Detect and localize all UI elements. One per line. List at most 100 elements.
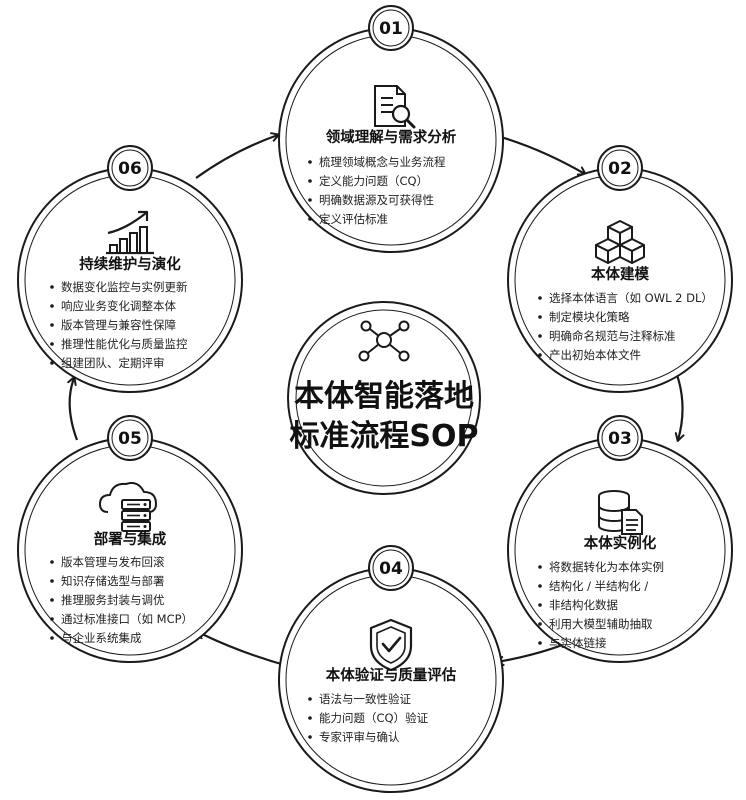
step-bullet: 与实体链接 — [549, 636, 607, 650]
arrow-02-to-03 — [674, 371, 685, 442]
center-title-line-2: 标准流程SOP — [289, 419, 478, 454]
step-bullet: 选择本体语言（如 OWL 2 DL） — [549, 291, 713, 305]
bullet-dot — [50, 598, 54, 602]
step-number-badge — [107, 145, 153, 191]
step-bullet: 响应业务变化调整本体 — [61, 299, 176, 313]
step-number-badge — [107, 415, 153, 461]
cloud-server-icon — [99, 482, 157, 532]
step-bullet: 数据变化监控与实例更新 — [61, 280, 188, 294]
bullet-dot — [538, 584, 542, 588]
center-title-line-1: 本体智能落地 — [294, 379, 474, 414]
step-bullet: 梳理领域概念与业务流程 — [319, 155, 446, 169]
step-bullet: 专家评审与确认 — [319, 730, 400, 744]
step-number-badge — [597, 145, 643, 191]
arrow-04-to-05 — [196, 630, 289, 668]
cubes-icon — [595, 220, 645, 264]
step-number-badge-ring — [372, 9, 410, 47]
step-bullet: 制定模块化策略 — [549, 310, 630, 324]
step-number-badge-ring — [111, 419, 149, 457]
database-document-icon — [598, 490, 643, 535]
step-bullet: 组建团队、定期评审 — [61, 356, 165, 370]
step-bullet: 将数据转化为本体实例 — [549, 560, 664, 574]
shield-check-icon — [369, 618, 413, 672]
step-bullet: 通过标准接口（如 MCP） — [61, 612, 193, 626]
step-number: 01 — [379, 19, 403, 39]
step-number: 04 — [379, 559, 403, 579]
bullet-dot — [50, 323, 54, 327]
bullet-dot — [308, 697, 312, 701]
step-title: 部署与集成 — [94, 530, 167, 548]
step-title: 领域理解与需求分析 — [326, 128, 457, 146]
bullet-dot — [308, 716, 312, 720]
step-number: 05 — [118, 429, 142, 449]
bullet-dot — [538, 641, 542, 645]
bullet-dot — [538, 315, 542, 319]
bullet-dot — [308, 735, 312, 739]
step-bullet: 语法与一致性验证 — [319, 692, 411, 706]
step-06: 06 持续维护与演化数据变化监控与实例更新响应业务变化调整本体版本管理与兼容性保障… — [17, 145, 243, 393]
arrow-06-to-01 — [195, 132, 280, 179]
step-bullet: 推理性能优化与质量监控 — [61, 337, 188, 351]
bullet-dot — [538, 296, 542, 300]
step-number: 02 — [608, 159, 632, 179]
step-bullet: 定义评估标准 — [319, 212, 388, 226]
step-title: 持续维护与演化 — [79, 255, 181, 273]
step-bullet: 知识存储选型与部署 — [61, 574, 165, 588]
document-search-icon — [374, 85, 416, 129]
bullet-dot — [538, 622, 542, 626]
bullet-dot — [538, 353, 542, 357]
step-05: 05 部署与集成版本管理与发布回滚知识存储选型与部署推理服务封装与调优通过标准接口… — [17, 415, 243, 663]
step-number: 06 — [118, 159, 142, 179]
step-number-badge — [597, 415, 643, 461]
step-bullet: 非结构化数据 — [549, 598, 618, 612]
step-bullet: 定义能力问题（CQ） — [319, 174, 428, 188]
center-hub: 本体智能落地 标准流程SOP — [287, 301, 481, 495]
bullet-dot — [308, 198, 312, 202]
bullet-dot — [50, 285, 54, 289]
growth-chart-icon — [106, 210, 154, 255]
step-number-badge-ring — [111, 149, 149, 187]
step-number-badge — [368, 545, 414, 591]
step-title: 本体建模 — [591, 265, 649, 283]
step-ring — [17, 437, 243, 663]
bullet-dot — [50, 361, 54, 365]
step-bullet: 版本管理与发布回滚 — [61, 555, 165, 569]
bullet-dot — [50, 342, 54, 346]
arrow-01-to-02 — [493, 133, 587, 176]
bullet-dot — [50, 579, 54, 583]
bullet-dot — [538, 603, 542, 607]
network-nodes-icon — [358, 320, 410, 362]
step-bullet: 能力问题（CQ）验证 — [319, 711, 429, 725]
step-number-badge — [368, 5, 414, 51]
bullet-dot — [50, 304, 54, 308]
bullet-dot — [538, 334, 542, 338]
step-number-badge-ring — [601, 149, 639, 187]
step-bullet: 明确数据源及可获得性 — [319, 193, 434, 207]
step-bullet: 明确命名规范与注释标准 — [549, 329, 676, 343]
step-title: 本体实例化 — [584, 534, 657, 552]
step-number: 03 — [608, 429, 632, 449]
bullet-dot — [50, 560, 54, 564]
step-bullet: 版本管理与兼容性保障 — [61, 318, 176, 332]
step-bullet: 结构化 / 半结构化 / — [549, 579, 648, 593]
step-bullet: 产出初始本体文件 — [549, 348, 641, 362]
bullet-dot — [308, 179, 312, 183]
bullet-dot — [50, 617, 54, 621]
bullet-dot — [538, 565, 542, 569]
step-bullet: 与企业系统集成 — [61, 631, 142, 645]
step-number-badge-ring — [601, 419, 639, 457]
step-bullet: 推理服务封装与调优 — [61, 593, 165, 607]
step-number-badge-ring — [372, 549, 410, 587]
step-title: 本体验证与质量评估 — [326, 666, 457, 684]
step-bullet: 利用大模型辅助抽取 — [549, 617, 653, 631]
bullet-dot — [308, 160, 312, 164]
bullet-dot — [308, 217, 312, 221]
bullet-dot — [50, 636, 54, 640]
arrow-05-to-06 — [67, 376, 79, 441]
